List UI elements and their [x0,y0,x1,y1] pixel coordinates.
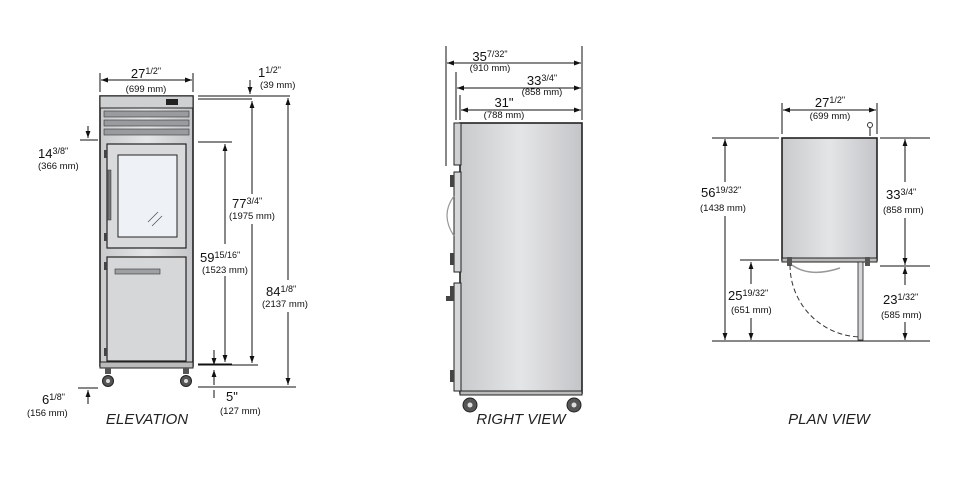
rv-depth3-label: 31" [494,95,513,110]
elev-width-mm: (699 mm) [126,84,167,95]
caster-left [102,368,114,387]
elev-overall-label: 841/8" [266,284,296,299]
elev-overall-mm: (2137 mm) [262,299,308,310]
elev-caster-label: 61/8" [42,392,65,407]
rv-depth2-label: 333/4" [527,73,557,88]
elev-leg-mm: (127 mm) [220,406,261,417]
pv-swing-mm: (1438 mm) [700,203,746,214]
pv-depth-label: 333/4" [886,187,916,202]
pv-open-mm: (585 mm) [881,310,922,321]
rv-depth2-mm: (858 mm) [522,87,563,98]
caption-plan-view: PLAN VIEW [788,411,872,428]
glass-door [104,143,187,249]
elev-cab-mm: (1975 mm) [229,211,275,222]
rv-depth1-mm: (910 mm) [470,63,511,74]
pv-swing-label: 5619/32" [701,185,741,200]
elev-width-label: 271/2" [131,66,161,81]
right-view: 357/32" (910 mm) 333/4" (858 mm) 31" (78… [445,46,583,428]
pv-width-mm: (699 mm) [810,111,851,122]
elev-grille-mm: (366 mm) [38,161,79,172]
pv-depth-mm: (858 mm) [883,205,924,216]
elev-caster-mm: (156 mm) [27,408,68,419]
elev-leg-label: 5" [226,389,238,404]
elev-cab-label: 773/4" [232,196,262,211]
elev-door-label: 5915/16" [200,250,240,265]
grille [103,110,190,136]
rv-depth3-mm: (788 mm) [484,110,525,121]
caption-elevation: ELEVATION [106,411,188,428]
pv-width-label: 271/2" [815,95,845,110]
plan-view: 271/2" (699 mm) 5619/32" (1438 mm) 2519/… [700,95,930,428]
solid-door [104,256,187,362]
elevation-view: 271/2" (699 mm) 11/2" (39 mm) 143/8" (36… [27,65,308,428]
elev-grille-label: 143/8" [38,146,68,161]
elev-top-label: 11/2" [258,65,281,80]
caster-right [180,368,192,387]
caption-right-view: RIGHT VIEW [476,411,567,428]
pv-door-label: 2519/32" [728,288,768,303]
pv-door-mm: (651 mm) [731,305,772,316]
rv-depth1-label: 357/32" [472,49,507,64]
elev-top-mm: (39 mm) [260,80,295,91]
pv-open-label: 231/32" [883,292,918,307]
elev-door-mm: (1523 mm) [202,265,248,276]
